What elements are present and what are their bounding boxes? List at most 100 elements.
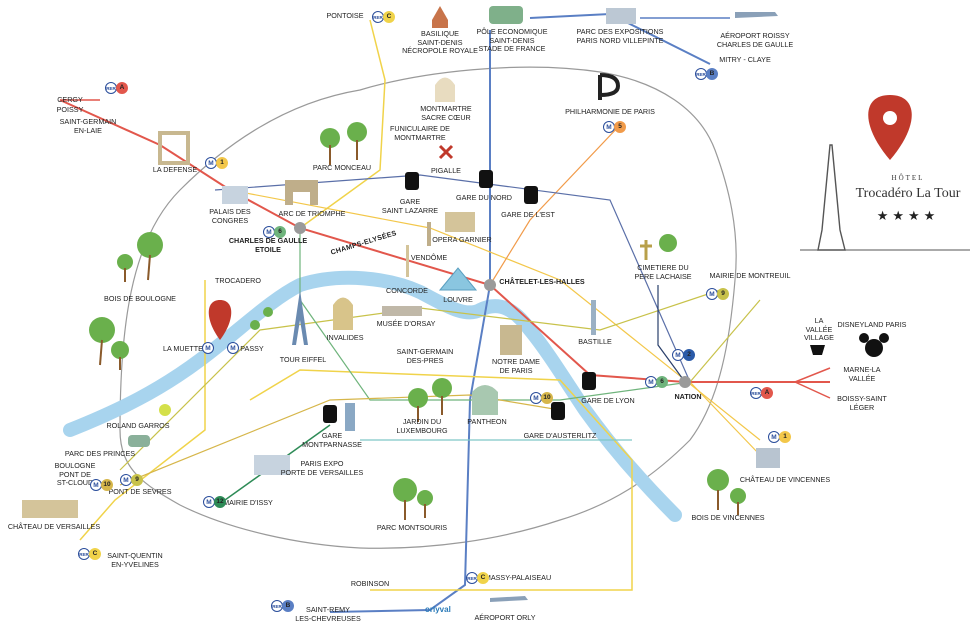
label-mairiemontreuil: MAIRIE DE MONTREUIL [709, 271, 791, 280]
hotel-name: Trocadéro La Tour [855, 186, 961, 201]
chateau-vincennes-icon [756, 448, 780, 468]
b_pontoise-line-number: C [383, 11, 395, 23]
hotel-pin-hole [883, 111, 897, 125]
line-vincennes [689, 381, 761, 456]
label-robinson: ROBINSON [350, 579, 390, 588]
label-stlazare: GARE SAINT LAZARRE [381, 197, 439, 215]
b_sevres-line-number: 9 [131, 474, 143, 486]
hotel-pre: HÔTEL [891, 174, 925, 182]
metro-line-1 [229, 189, 761, 441]
label-garemontp: GARE MONTPARNASSE [302, 431, 362, 449]
label-bastille: BASTILLE [578, 337, 612, 346]
vendome-icon [427, 222, 431, 246]
label-garelyon: GARE DE LYON [581, 396, 635, 405]
rer-b-line [329, 30, 491, 613]
label-philharmonie: PHILHARMONIE DE PARIS [565, 107, 655, 116]
label-poissy: POISSY [56, 105, 84, 114]
label-mairieissy: MAIRIE D'ISSY [223, 498, 273, 507]
rer-a-line [59, 99, 830, 383]
label-opera: OPERA GARNIER [432, 235, 492, 244]
label-parcmonceau: PARC MONCEAU [312, 163, 372, 172]
hotel-logo: HÔTEL Trocadéro La Tour ★★★★ [838, 174, 978, 224]
label-pigalle: PIGALLE [431, 166, 461, 175]
parc-princes-icon [128, 435, 150, 447]
b_ladef-line-number: 1 [216, 157, 228, 169]
montparnasse-tower-icon [345, 403, 355, 431]
b_massy-line-number: C [477, 572, 489, 584]
moulin-rouge-icon [438, 144, 454, 160]
label-cimetiere: CIMETIERE DU PERE LACHAISE [634, 263, 692, 281]
station-etoile [294, 222, 306, 234]
label-palais: PALAIS DES CONGRES [209, 207, 251, 225]
label-gareest: GARE DE L'EST [501, 210, 555, 219]
basilique-icon [432, 6, 448, 28]
metro-line-purple [657, 285, 686, 383]
label-sgdp: SAINT-GERMAIN DES-PRES [396, 347, 454, 365]
label-sgel: SAINT-GERMAIN EN-LAIE [59, 117, 117, 135]
philharmonie-icon [598, 73, 621, 100]
b_vincennes-line-number: 1 [779, 431, 791, 443]
opera-garnier-icon [445, 212, 475, 232]
label-massy: MASSY-PALAISEAU [484, 573, 552, 582]
arc-de-triomphe-icon [285, 180, 318, 205]
mickey-icon [859, 333, 889, 357]
label-garenord: GARE DU NORD [456, 193, 512, 202]
label-disney: DISNEYLAND PARIS [837, 320, 907, 329]
label-invalides: INVALIDES [326, 333, 364, 342]
metro-line-5 [489, 124, 621, 286]
location-pin-icon [208, 300, 232, 340]
label-boissy: BOISSY-SAINT LÉGER [837, 394, 887, 412]
label-cergy: CERGY [57, 95, 83, 104]
station-chatelet [484, 279, 496, 291]
b_mitry-line-number: B [706, 68, 718, 80]
b_nation6-line-number: 6 [656, 376, 668, 388]
label-parisexpo: PARIS EXPO PORTE DE VERSAILLES [280, 459, 364, 477]
orlyval-logo: orlyval [425, 605, 451, 614]
label-lavallee: LA VALLÉE VILLAGE [804, 316, 834, 343]
pantheon-icon [472, 385, 498, 415]
b_muette-badge: M [202, 342, 214, 354]
label-boisboulogne: BOIS DE BOULOGNE [104, 294, 176, 303]
b_austerlitz-line-number: 10 [541, 392, 553, 404]
label-basilique: BASILIQUE SAINT-DENIS NÉCROPOLE ROYALE [402, 29, 478, 56]
metro-line-10 [119, 394, 561, 486]
label-roissy: AÉROPORT ROISSY CHARLES DE GAULLE [716, 31, 794, 49]
label-cdg_etoile: CHARLES DE GAULLE ETOILE [228, 236, 308, 254]
label-stremy: SAINT-REMY LES-CHEVREUSES [295, 605, 361, 623]
rer-a-branch-marne [794, 367, 831, 383]
label-orly: AÉROPORT ORLY [474, 613, 536, 622]
b_boulogne-line-number: 10 [101, 479, 113, 491]
label-jardinlux: JARDIN DU LUXEMBOURG [396, 417, 448, 435]
b_nation2-badge: M [672, 349, 684, 361]
label-rolandgarros: ROLAND GARROS [106, 421, 170, 430]
label-parcmontsouris: PARC MONTSOURIS [376, 523, 448, 532]
label-ladefense: LA DEFENSE [152, 165, 198, 174]
label-boulognesc: BOULOGNE PONT DE ST-CLOUD [54, 461, 96, 488]
label-orsay: MUSÉE D'ORSAY [376, 319, 436, 328]
shopping-cart-icon [810, 345, 825, 355]
metro-line-6 [299, 228, 691, 401]
b_cergy-line-number: A [116, 82, 128, 94]
b_stremy-line-number: B [282, 600, 294, 612]
label-arc: ARC DE TRIOMPHE [278, 209, 346, 218]
line-montreuil [689, 299, 761, 383]
label-notredame: NOTRE DAME DE PARIS [492, 357, 540, 375]
louvre-pyramid-icon [438, 267, 478, 291]
label-sqy: SAINT-QUENTIN EN-YVELINES [107, 551, 163, 569]
label-parcprinces: PARC DES PRINCES [64, 449, 136, 458]
label-chatelet: CHÂTELET-LES-HALLES [499, 277, 585, 286]
label-marne: MARNE-LA VALLÉE [843, 365, 881, 383]
label-passy: PASSY [240, 344, 264, 353]
label-chversailles: CHÂTEAU DE VERSAILLES [7, 522, 101, 531]
plane-icon-orly [490, 596, 528, 602]
b_passy-badge: M [227, 342, 239, 354]
eiffel-tower-icon [292, 290, 308, 345]
plane-icon [735, 12, 778, 18]
sacre-coeur-icon [435, 77, 455, 102]
tree-trunks [99, 140, 739, 520]
hotel-pin-icon [868, 95, 912, 160]
rer-a-branch-boissy [794, 381, 831, 399]
b_montreuil-line-number: 9 [717, 288, 729, 300]
label-funiculaire: FUNICULAIRE DE MONTMARTRE [390, 124, 450, 142]
